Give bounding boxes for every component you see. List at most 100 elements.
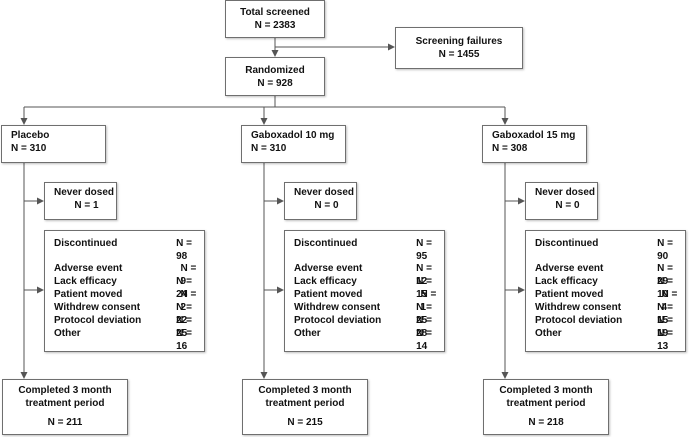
reason-count: N = 1 bbox=[420, 289, 437, 313]
completed-line1: Completed 3 month bbox=[499, 385, 593, 396]
total-screened-title: Total screened bbox=[240, 7, 310, 18]
reason-label: Other bbox=[54, 328, 81, 339]
reason-row: Withdrew consent N = 25 bbox=[294, 301, 444, 326]
discontinued-row: Discontinued N = 98 bbox=[54, 237, 204, 262]
reason-row: Patient moved N = 1 bbox=[294, 288, 444, 313]
reason-row: Other N = 14 bbox=[294, 327, 444, 352]
reason-row: Patient moved N = 2 bbox=[54, 288, 204, 313]
discontinued-count: N = 90 bbox=[657, 238, 673, 262]
reason-row: Adverse event N = 9 bbox=[54, 262, 204, 287]
completed-line1: Completed 3 month bbox=[258, 385, 352, 396]
reason-count: N = 28 bbox=[416, 315, 432, 339]
reason-count: N = 16 bbox=[176, 328, 192, 352]
discontinued-count: N = 98 bbox=[176, 238, 192, 262]
completed-box: Completed 3 month treatment period N = 2… bbox=[242, 379, 368, 435]
discontinued-row: Discontinued N = 90 bbox=[535, 237, 685, 262]
completed-box: Completed 3 month treatment period N = 2… bbox=[483, 379, 609, 435]
reason-label: Lack efficacy bbox=[294, 276, 357, 287]
reason-count: N = 22 bbox=[176, 302, 192, 326]
arm-name: Gaboxadol 10 mg bbox=[251, 130, 335, 141]
arm-count: N = 310 bbox=[11, 143, 47, 154]
reason-count: N = 19 bbox=[657, 315, 673, 339]
reason-count: N = 9 bbox=[180, 263, 197, 287]
never-dosed-box: Never dosed N = 0 bbox=[525, 182, 598, 220]
never-dosed-title: Never dosed bbox=[294, 187, 355, 198]
reason-count: N = 15 bbox=[657, 302, 673, 326]
reason-label: Adverse event bbox=[535, 263, 604, 274]
reason-label: Other bbox=[294, 328, 321, 339]
reason-label: Patient moved bbox=[294, 289, 363, 300]
completed-line2: treatment period bbox=[25, 398, 105, 409]
reason-label: Lack efficacy bbox=[54, 276, 117, 287]
completed-count: N = 218 bbox=[528, 417, 564, 428]
reason-row: Adverse event N = 29 bbox=[535, 262, 685, 287]
discontinued-label: Discontinued bbox=[54, 238, 118, 249]
reason-row: Lack efficacy N = 15 bbox=[294, 275, 444, 300]
randomized-title: Randomized bbox=[245, 65, 305, 76]
completed-count: N = 215 bbox=[287, 417, 323, 428]
arm-count: N = 308 bbox=[492, 143, 528, 154]
reason-row: Protocol deviation N = 28 bbox=[294, 314, 444, 339]
reason-count: N = 24 bbox=[176, 276, 192, 300]
discontinued-count: N = 95 bbox=[416, 238, 432, 262]
reason-label: Protocol deviation bbox=[294, 315, 382, 326]
never-dosed-count: N = 1 bbox=[74, 200, 99, 211]
reason-count: N = 4 bbox=[661, 289, 678, 313]
never-dosed-count: N = 0 bbox=[555, 200, 580, 211]
never-dosed-title: Never dosed bbox=[535, 187, 596, 198]
completed-line2: treatment period bbox=[506, 398, 586, 409]
reason-label: Withdrew consent bbox=[54, 302, 141, 313]
completed-count: N = 211 bbox=[47, 417, 83, 428]
arm-box: Placebo N = 310 bbox=[1, 125, 106, 163]
completed-line1: Completed 3 month bbox=[18, 385, 112, 396]
discontinued-label: Discontinued bbox=[535, 238, 599, 249]
reason-label: Other bbox=[535, 328, 562, 339]
reason-count: N = 25 bbox=[176, 315, 192, 339]
reason-row: Protocol deviation N = 25 bbox=[54, 314, 204, 339]
reason-count: N = 29 bbox=[657, 263, 673, 287]
reason-count: N = 15 bbox=[416, 276, 432, 300]
discontinued-box: Discontinued N = 98 Adverse event N = 9 La… bbox=[44, 230, 205, 352]
never-dosed-box: Never dosed N = 1 bbox=[44, 182, 117, 220]
screening-failures-count: N = 1455 bbox=[438, 49, 480, 60]
reason-label: Adverse event bbox=[294, 263, 363, 274]
never-dosed-title: Never dosed bbox=[54, 187, 115, 198]
arm-count: N = 310 bbox=[251, 143, 287, 154]
discontinued-row: Discontinued N = 95 bbox=[294, 237, 444, 262]
reason-row: Other N = 16 bbox=[54, 327, 204, 352]
reason-label: Protocol deviation bbox=[54, 315, 142, 326]
reason-label: Protocol deviation bbox=[535, 315, 623, 326]
arm-name: Gaboxadol 15 mg bbox=[492, 130, 576, 141]
reason-count: N = 13 bbox=[657, 328, 673, 352]
reason-label: Withdrew consent bbox=[294, 302, 381, 313]
reason-row: Withdrew consent N = 15 bbox=[535, 301, 685, 326]
reason-row: Patient moved N = 4 bbox=[535, 288, 685, 313]
reason-count: N = 25 bbox=[416, 302, 432, 326]
never-dosed-count: N = 0 bbox=[314, 200, 339, 211]
reason-count: N = 12 bbox=[416, 263, 432, 287]
reason-count: N = 2 bbox=[180, 289, 197, 313]
randomized-count: N = 928 bbox=[257, 78, 293, 89]
reason-count: N = 10 bbox=[657, 276, 673, 300]
reason-label: Patient moved bbox=[535, 289, 604, 300]
completed-line2: treatment period bbox=[265, 398, 345, 409]
arm-box: Gaboxadol 15 mg N = 308 bbox=[482, 125, 587, 163]
total-screened-count: N = 2383 bbox=[254, 20, 296, 31]
randomized-box: Randomized N = 928 bbox=[225, 57, 325, 96]
reason-row: Adverse event N = 12 bbox=[294, 262, 444, 287]
reason-label: Patient moved bbox=[54, 289, 123, 300]
discontinued-label: Discontinued bbox=[294, 238, 358, 249]
screening-failures-title: Screening failures bbox=[415, 36, 503, 47]
screening-failures-box: Screening failures N = 1455 bbox=[395, 27, 523, 69]
reason-row: Protocol deviation N = 19 bbox=[535, 314, 685, 339]
reason-label: Adverse event bbox=[54, 263, 123, 274]
reason-count: N = 14 bbox=[416, 328, 432, 352]
reason-label: Withdrew consent bbox=[535, 302, 622, 313]
arm-box: Gaboxadol 10 mg N = 310 bbox=[241, 125, 346, 163]
total-screened-box: Total screened N = 2383 bbox=[225, 0, 325, 38]
